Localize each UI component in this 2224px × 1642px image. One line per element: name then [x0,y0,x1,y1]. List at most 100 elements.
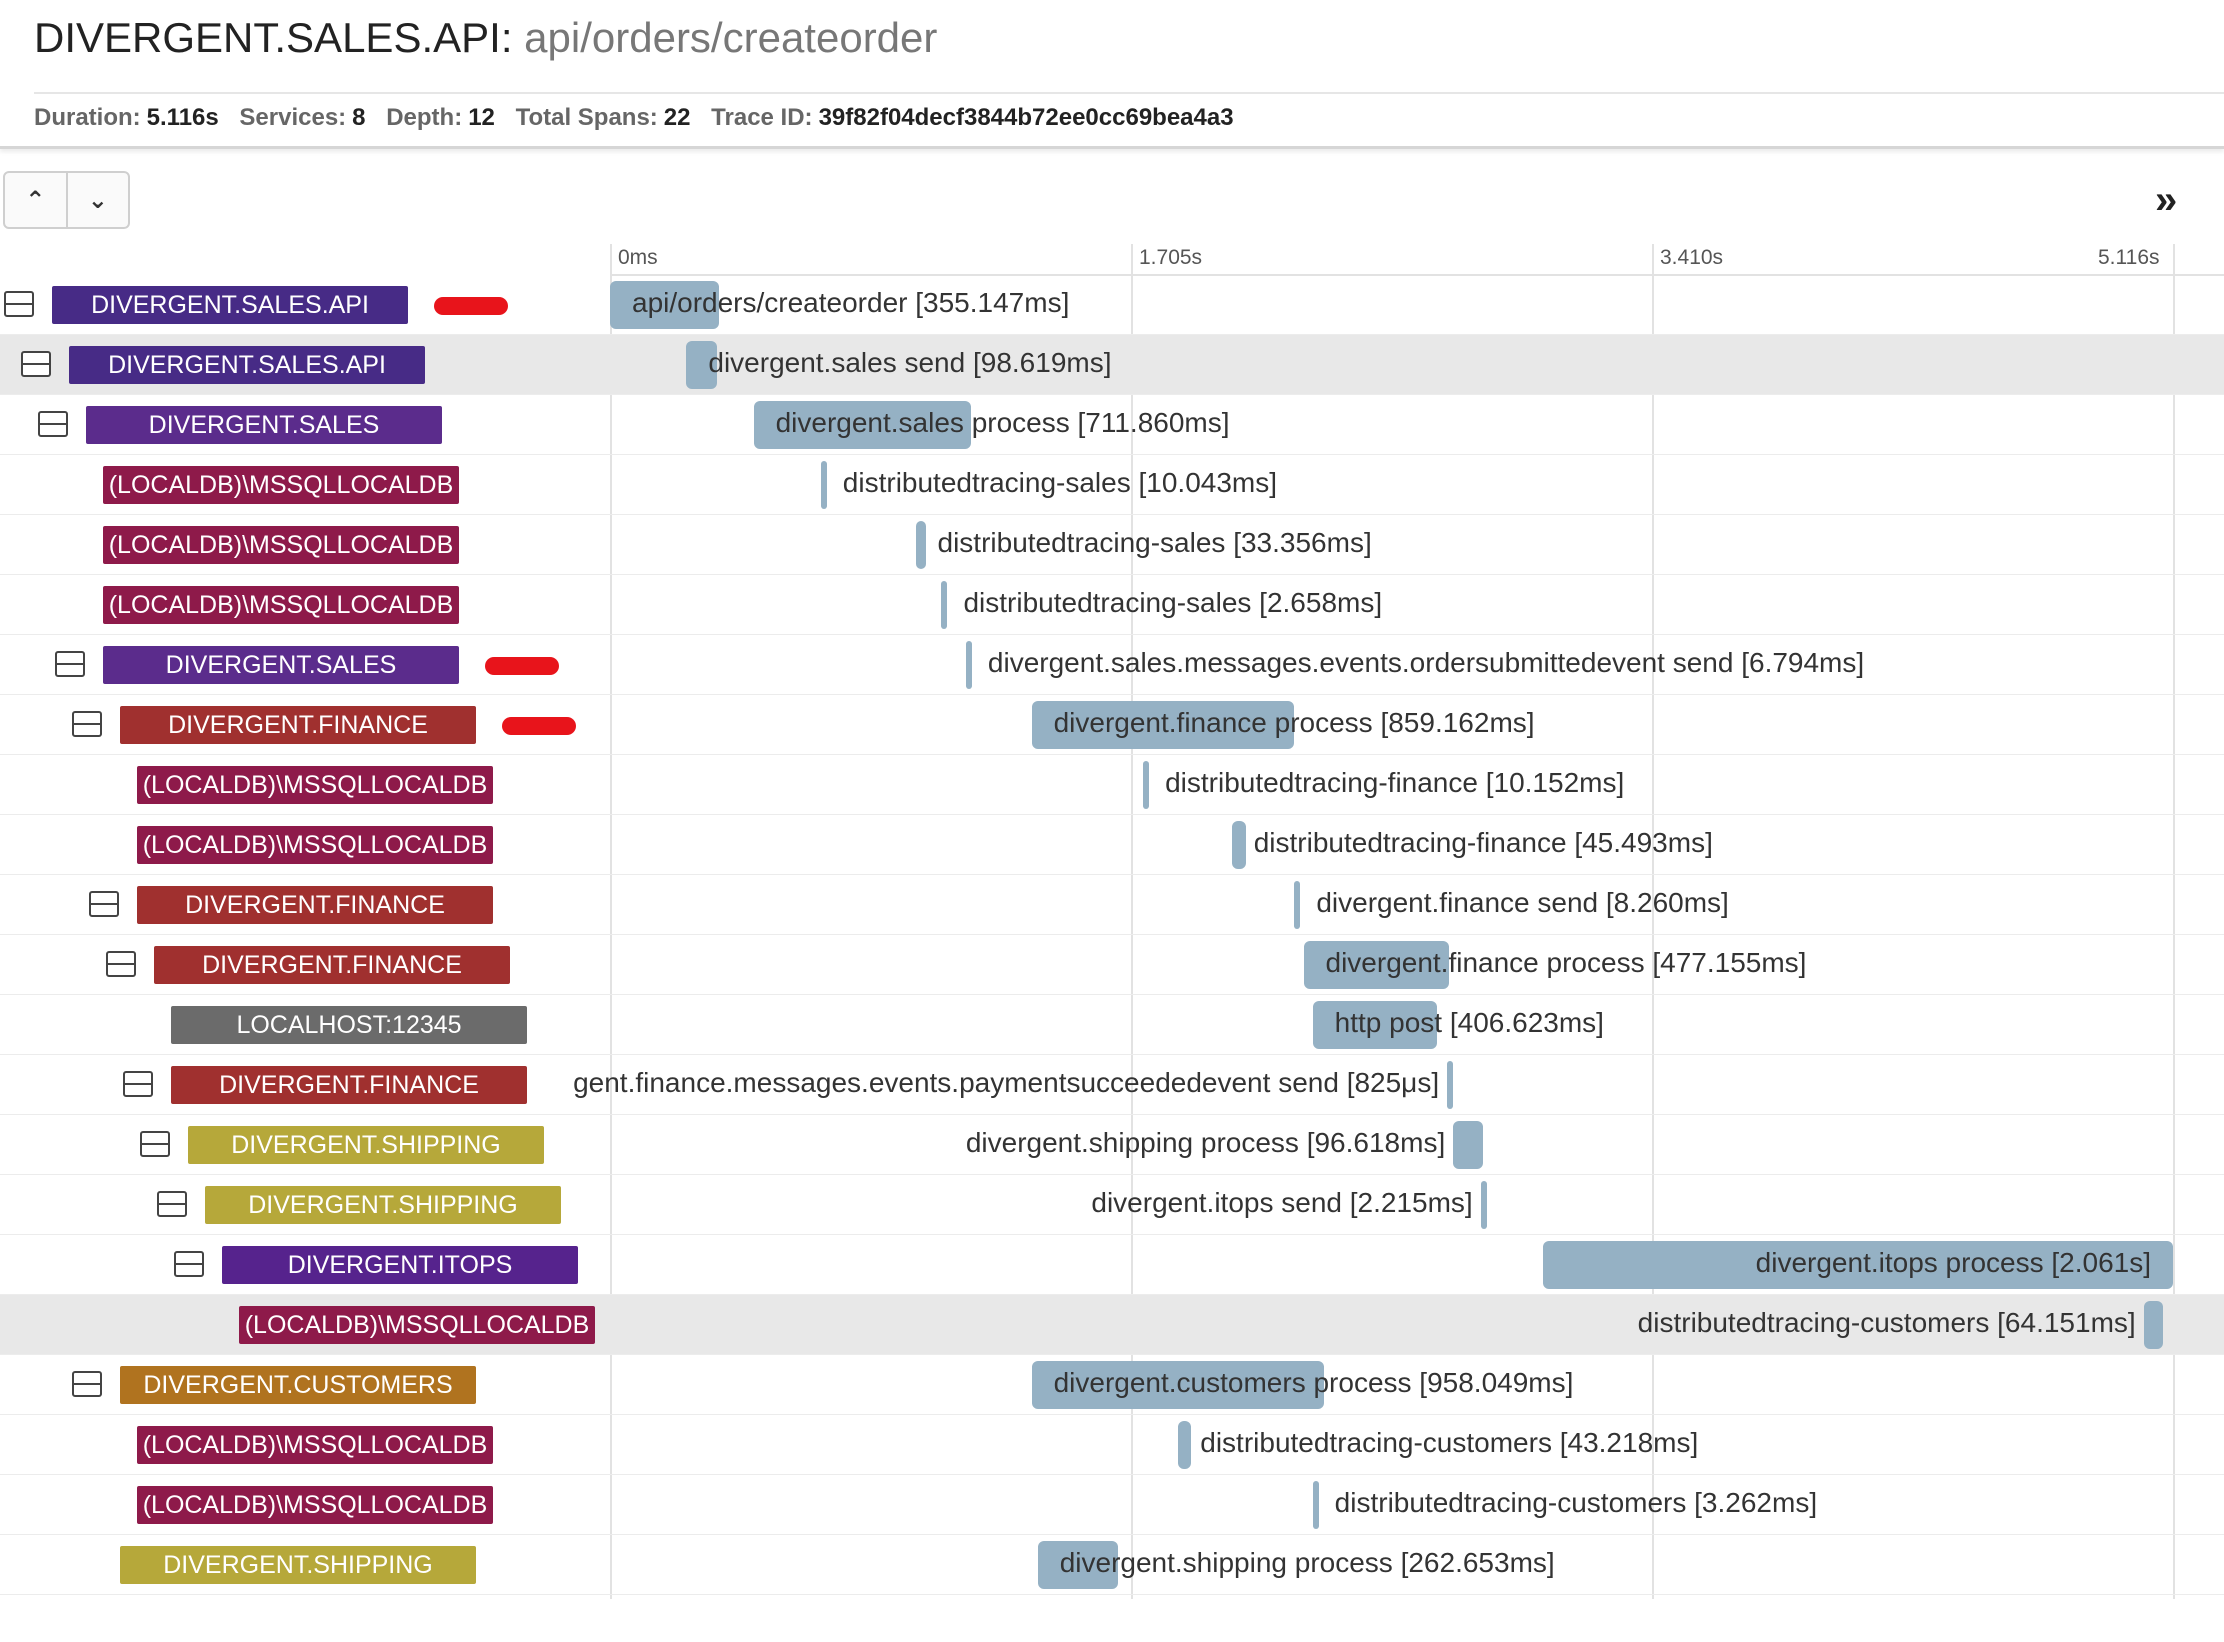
collapse-toggle-icon[interactable] [38,411,68,437]
span-duration-bar[interactable] [1543,1241,2173,1289]
service-badge[interactable]: DIVERGENT.SHIPPING [120,1546,476,1584]
service-badge[interactable]: LOCALHOST:12345 [171,1006,527,1044]
collapse-toggle-icon[interactable] [72,1371,102,1397]
service-badge[interactable]: (LOCALDB)\MSSQLLOCALDB [103,526,459,564]
service-badge[interactable]: (LOCALDB)\MSSQLLOCALDB [239,1306,595,1344]
service-badge[interactable]: DIVERGENT.CUSTOMERS [120,1366,476,1404]
service-badge[interactable]: (LOCALDB)\MSSQLLOCALDB [137,1486,493,1524]
span-label: distributedtracing-sales [2.658ms] [963,587,1383,618]
span-duration-bar[interactable] [686,341,717,389]
chevron-down-icon[interactable]: ⌄ [65,173,129,227]
span-duration-bar[interactable] [610,281,719,329]
service-badge[interactable]: (LOCALDB)\MSSQLLOCALDB [103,466,459,504]
span-duration-bar[interactable] [2143,1301,2164,1349]
span-duration-bar[interactable] [1031,1361,1325,1409]
service-badge[interactable]: DIVERGENT.FINANCE [120,706,476,744]
span-label: api/orders/createorder [355.147ms] [632,287,1070,318]
row-divider [0,514,2224,515]
service-badge[interactable]: (LOCALDB)\MSSQLLOCALDB [103,586,459,624]
collapse-toggle-icon[interactable] [72,711,102,737]
service-badge[interactable]: DIVERGENT.SALES.API [52,286,408,324]
span-duration-bar[interactable] [1312,1001,1437,1049]
span-duration-bar[interactable] [1453,1121,1483,1169]
span-row[interactable]: DIVERGENT.SALES.API divergent.sales send … [0,335,2224,395]
tick-gridline [1652,244,1654,1599]
service-badge[interactable]: DIVERGENT.FINANCE [137,886,493,924]
collapse-toggle-icon[interactable] [123,1071,153,1097]
collapse-toggle-icon[interactable] [106,951,136,977]
service-badge[interactable]: DIVERGENT.FINANCE [171,1066,527,1104]
service-badge[interactable]: (LOCALDB)\MSSQLLOCALDB [137,826,493,864]
row-divider [0,394,2224,395]
service-badge[interactable]: DIVERGENT.FINANCE [154,946,510,984]
span-duration-bar[interactable] [1037,1541,1118,1589]
span-duration-bar[interactable] [1303,941,1450,989]
span-row[interactable]: DIVERGENT.SHIPPING divergent.shipping pro… [0,1535,2224,1595]
title-separator: : [500,14,513,61]
row-divider [0,1174,2224,1175]
span-row[interactable]: (LOCALDB)\MSSQLLOCALDB distributedtracing… [0,575,2224,635]
collapse-toggle-icon[interactable] [89,891,119,917]
row-divider [0,1234,2224,1235]
span-row[interactable]: DIVERGENT.CUSTOMERS divergent.customers p… [0,1355,2224,1415]
span-row[interactable]: DIVERGENT.FINANCE divergent.finance proce… [0,695,2224,755]
service-badge[interactable]: DIVERGENT.SALES [86,406,442,444]
span-label: divergent.shipping process [262.653ms] [1059,1547,1555,1578]
span-duration-bar[interactable] [1312,1481,1319,1529]
row-divider [0,1414,2224,1415]
collapse-toggle-icon[interactable] [157,1191,187,1217]
row-divider [0,934,2224,935]
collapse-toggle-icon[interactable] [4,291,34,317]
service-badge[interactable]: (LOCALDB)\MSSQLLOCALDB [137,1426,493,1464]
span-duration-bar[interactable] [915,521,926,569]
span-row[interactable]: DIVERGENT.SHIPPING divergent.shipping pro… [0,1115,2224,1175]
service-badge[interactable]: DIVERGENT.SALES [103,646,459,684]
collapse-toggle-icon[interactable] [55,651,85,677]
service-badge[interactable]: DIVERGENT.SALES.API [69,346,425,384]
span-duration-bar[interactable] [965,641,972,689]
chevron-up-icon[interactable]: ⌃ [25,186,46,214]
span-duration-bar[interactable] [1294,881,1301,929]
service-badge[interactable]: DIVERGENT.ITOPS [222,1246,578,1284]
service-badge[interactable]: (LOCALDB)\MSSQLLOCALDB [137,766,493,804]
span-label: divergent.sales send [98.619ms] [708,347,1112,378]
row-divider [0,1534,2224,1535]
collapse-toggle-icon[interactable] [140,1131,170,1157]
span-duration-bar[interactable] [820,461,827,509]
span-duration-bar[interactable] [941,581,948,629]
span-label: divergent.shipping process [96.618ms] [965,1127,1446,1158]
span-duration-bar[interactable] [1031,701,1295,749]
span-label: divergent.finance process [859.162ms] [1053,707,1535,738]
double-chevron-right-icon[interactable]: » [2155,178,2178,222]
span-duration-bar[interactable] [1178,1421,1192,1469]
collapse-toggle-icon[interactable] [174,1251,204,1277]
collapse-toggle-icon[interactable] [21,351,51,377]
span-duration-bar[interactable] [1447,1061,1454,1109]
span-label: distributedtracing-finance [45.493ms] [1253,827,1713,858]
span-row[interactable]: (LOCALDB)\MSSQLLOCALDB distributedtracing… [0,815,2224,875]
row-divider [0,814,2224,815]
span-duration-bar[interactable] [1480,1181,1487,1229]
span-duration-bar[interactable] [1231,821,1246,869]
span-row[interactable]: DIVERGENT.SALES.API api/orders/createorde… [0,275,2224,335]
span-label: divergent.customers process [958.049ms] [1053,1367,1574,1398]
service-badge[interactable]: DIVERGENT.SHIPPING [188,1126,544,1164]
span-duration-bar[interactable] [753,401,972,449]
span-duration-bar[interactable] [1143,761,1150,809]
total-spans-label: Total Spans: [515,104,658,131]
service-badge[interactable]: DIVERGENT.SHIPPING [205,1186,561,1224]
